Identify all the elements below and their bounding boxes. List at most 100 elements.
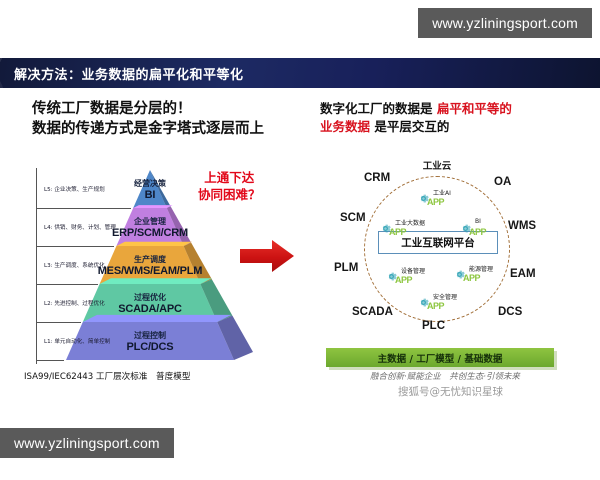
pyramid-tier-face bbox=[133, 170, 167, 208]
slide-image: 解决方法：业务数据的扁平化和平等化 传统工厂数据是分层的！ 数据的传递方式是金字… bbox=[0, 58, 600, 410]
platform-box: 工业互联网平台 bbox=[378, 231, 498, 254]
red-arrow-icon bbox=[240, 240, 294, 272]
app-node: APP BI bbox=[458, 218, 514, 240]
pyramid-tier-side bbox=[166, 206, 192, 246]
pyramid-tier-face bbox=[66, 322, 234, 360]
ring-label-scada: SCADA bbox=[352, 306, 393, 318]
pyramid-tier-name-cn: 企业管理 bbox=[133, 216, 166, 226]
pyramid-tier-side bbox=[200, 279, 233, 322]
app-name: BI bbox=[475, 218, 481, 225]
ring-label-eam: EAM bbox=[510, 268, 536, 280]
pyramid-axis bbox=[36, 168, 37, 364]
app-name: 能源管理 bbox=[469, 266, 494, 273]
app-name: 安全管理 bbox=[433, 294, 458, 301]
pyramid-tier-systems: ERP/SCM/CRM bbox=[111, 226, 188, 239]
pyramid-caption: ISA99/IEC62443 工厂层次标准 普度模型 bbox=[24, 372, 191, 382]
gear-icon bbox=[458, 221, 473, 236]
ring-label-scm: SCM bbox=[340, 212, 366, 224]
gear-icon bbox=[452, 267, 467, 282]
pyramid-tier-side bbox=[150, 170, 171, 208]
pyramid-tier-rule bbox=[36, 208, 132, 209]
industrial-cloud-label: 工业云 bbox=[422, 161, 452, 172]
foundation-data-bar: 主数据 / 工厂模型 / 基础数据 bbox=[326, 348, 554, 367]
foundation-data-bar-label: 主数据 / 工厂模型 / 基础数据 bbox=[377, 353, 503, 365]
pyramid-tier-systems: BI bbox=[144, 188, 156, 201]
pyramid-tier-name-cn: 过程优化 bbox=[133, 292, 166, 302]
pyramid-tier-face bbox=[99, 246, 201, 284]
pyramid-tier-rule bbox=[36, 360, 64, 361]
app-word: APP bbox=[389, 227, 407, 237]
pyramid-tier-side bbox=[217, 315, 253, 360]
app-word: APP bbox=[469, 227, 487, 237]
dashed-circle bbox=[364, 176, 510, 322]
pain-line-1: 上通下达 bbox=[204, 170, 255, 185]
pyramid-tier-top bbox=[82, 314, 232, 322]
pyramid-tier-rule bbox=[36, 284, 98, 285]
app-name: 工业AI bbox=[433, 190, 451, 197]
right-heading: 数字化工厂的数据是 扁平和平等的 业务数据 是平层交互的 bbox=[320, 100, 512, 135]
watermark-top: www.yzliningsport.com bbox=[418, 8, 592, 38]
pyramid-tier-name-cn: 经营决策 bbox=[133, 178, 166, 188]
ring-label-crm: CRM bbox=[364, 172, 391, 184]
ring-label-oa: OA bbox=[494, 176, 512, 188]
slide-title: 解决方法：业务数据的扁平化和平等化 bbox=[14, 68, 244, 83]
right-heading-highlight2: 业务数据 bbox=[320, 118, 371, 134]
app-word: APP bbox=[427, 197, 445, 207]
right-heading-part1: 数字化工厂的数据是 bbox=[320, 101, 437, 116]
pyramid-tier-face bbox=[116, 208, 184, 246]
pyramid-tier-top bbox=[133, 205, 173, 208]
pyramid-level-label: L2: 先进控制、过程优化 bbox=[44, 301, 105, 307]
pyramid-tier-rule bbox=[36, 322, 81, 323]
watermark-bottom: www.yzliningsport.com bbox=[0, 428, 174, 458]
pyramid-tier-name-cn: 生产调度 bbox=[133, 254, 166, 264]
tagline-text: 融合创新·赋能企业 共创生态·引领未来 bbox=[370, 372, 520, 382]
gear-icon bbox=[384, 269, 399, 284]
ring-label-plc: PLC bbox=[422, 320, 445, 332]
app-word: APP bbox=[427, 301, 445, 311]
pyramid-tier-side bbox=[183, 242, 212, 284]
pyramid-level-label: L1: 单元自动化、简单控制 bbox=[44, 339, 111, 345]
app-name: 工业大数据 bbox=[395, 220, 426, 227]
pyramid-graphic bbox=[66, 170, 253, 360]
pyramid-tier-systems: PLC/DCS bbox=[126, 340, 174, 353]
pyramid-tier-systems: SCADA/APC bbox=[118, 302, 182, 315]
slide-title-bar: 解决方法：业务数据的扁平化和平等化 bbox=[0, 58, 600, 88]
app-word: APP bbox=[395, 275, 413, 285]
channel-credit: 搜狐号@无忧知识星球 bbox=[398, 386, 503, 398]
pyramid-tier-rule bbox=[36, 246, 115, 247]
pyramid-tier-top bbox=[99, 278, 212, 284]
pyramid-level-label: L4: 供销、财务、计划、管理 bbox=[44, 225, 116, 231]
right-heading-line2: 业务数据 是平层交互的 bbox=[320, 118, 512, 136]
pain-line-2: 协同困难？ bbox=[198, 186, 261, 202]
pyramid-tier-systems: MES/WMS/EAM/PLM bbox=[97, 264, 203, 277]
left-heading-line2: 数据的传递方式是金字塔式逐层而上 bbox=[32, 120, 264, 137]
pyramid-tier-top bbox=[116, 241, 193, 246]
right-heading-line1: 数字化工厂的数据是 扁平和平等的 bbox=[320, 100, 512, 118]
pyramid-tier-face bbox=[82, 284, 218, 322]
app-word: APP bbox=[463, 273, 481, 283]
pyramid-level-label: L5: 企业决策、生产规划 bbox=[44, 187, 105, 193]
industrial-cloud-diagram: 工业云 工业互联网平台 CRM OA SCM WMS PLM EAM SCADA DCS PLC… bbox=[312, 158, 562, 343]
right-heading-highlight1: 扁平和平等的 bbox=[436, 101, 512, 116]
pain-point-text: 上通下达 协同困难？ bbox=[198, 170, 261, 204]
pyramid-level-label: L3: 生产调度、系统优化 bbox=[44, 263, 105, 269]
app-name: 设备管理 bbox=[401, 268, 426, 275]
ring-label-dcs: DCS bbox=[498, 306, 523, 318]
right-heading-part2: 是平层交互的 bbox=[370, 118, 450, 134]
left-heading: 传统工厂数据是分层的！ 数据的传递方式是金字塔式逐层而上 bbox=[32, 100, 264, 139]
ring-label-wms: WMS bbox=[508, 220, 537, 232]
pyramid-tier-name-cn: 过程控制 bbox=[134, 330, 166, 340]
ring-label-plm: PLM bbox=[334, 262, 359, 274]
